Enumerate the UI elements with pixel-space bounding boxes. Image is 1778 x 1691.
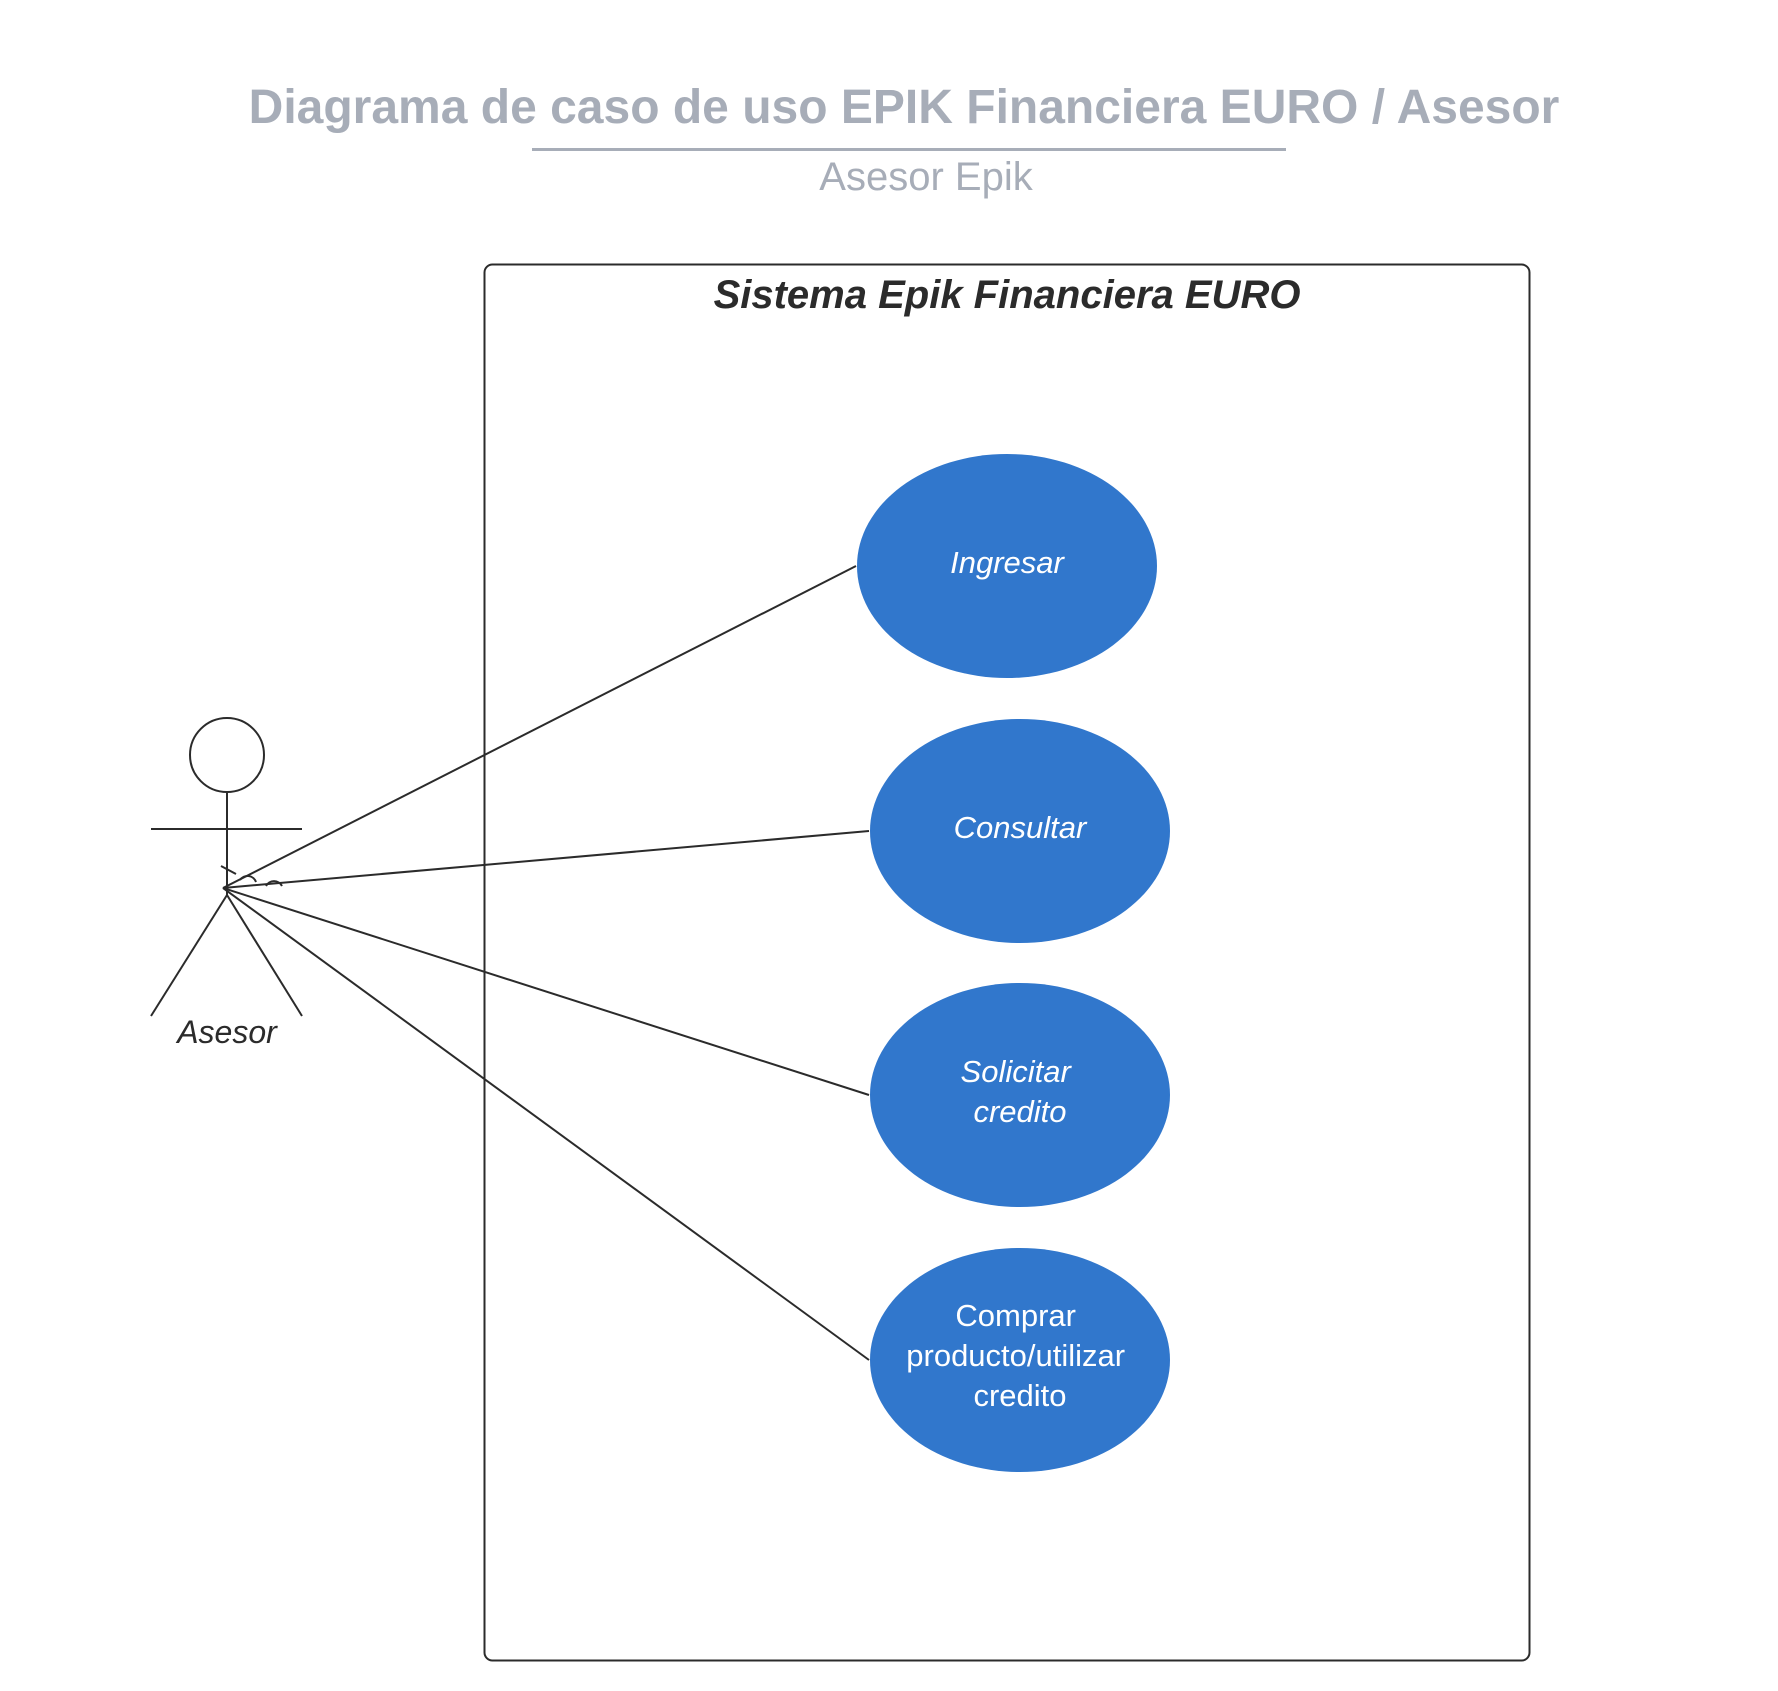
association-solicitar-credito[interactable] bbox=[222, 887, 870, 1096]
use-case-ingresar[interactable]: Ingresar bbox=[857, 454, 1157, 678]
actor-asesor[interactable] bbox=[150, 717, 303, 1017]
system-boundary-box bbox=[483, 263, 1531, 1662]
use-case-solicitar-credito[interactable]: Solicitar credito bbox=[870, 983, 1170, 1207]
association-consultar[interactable] bbox=[222, 830, 870, 889]
title-underline bbox=[532, 148, 1286, 151]
use-case-label-line: credito bbox=[973, 1378, 1066, 1413]
use-case-label: Comprar producto/utilizar credito bbox=[906, 1298, 1133, 1413]
use-case-label: Solicitar credito bbox=[961, 1054, 1080, 1129]
use-case-label-line: Solicitar bbox=[961, 1054, 1073, 1089]
actor-label: Asesor bbox=[175, 1014, 278, 1050]
use-case-ellipse bbox=[870, 719, 1170, 943]
use-case-label-line: Comprar bbox=[955, 1298, 1076, 1333]
diagram-subtitle: Asesor Epik bbox=[819, 155, 1033, 199]
use-case-label: Ingresar bbox=[950, 545, 1065, 580]
actor-right-leg bbox=[226, 894, 303, 1017]
use-case-label-line: Ingresar bbox=[950, 545, 1065, 580]
use-case-ellipse bbox=[870, 1248, 1170, 1472]
association-ingresar[interactable] bbox=[222, 565, 857, 889]
use-case-comprar-producto[interactable]: Comprar producto/utilizar credito bbox=[870, 1248, 1170, 1472]
association-comprar-producto[interactable] bbox=[222, 887, 870, 1361]
actor-head bbox=[189, 717, 265, 793]
use-case-label-line: producto/utilizar bbox=[906, 1338, 1125, 1373]
diagram-title: Diagrama de caso de uso EPIK Financiera … bbox=[248, 81, 1560, 134]
associations bbox=[222, 565, 870, 1361]
use-case-label: Consultar bbox=[954, 810, 1088, 845]
use-case-ellipse bbox=[870, 983, 1170, 1207]
use-case-label-line: credito bbox=[973, 1094, 1066, 1129]
system-boundary[interactable]: Sistema Epik Financiera EURO bbox=[483, 263, 1531, 1662]
use-case-ellipse bbox=[857, 454, 1157, 678]
use-case-consultar[interactable]: Consultar bbox=[870, 719, 1170, 943]
line-jump-marks bbox=[220, 865, 283, 887]
actor-left-leg bbox=[150, 894, 228, 1017]
system-name: Sistema Epik Financiera EURO bbox=[714, 273, 1301, 317]
use-case-label-line: Consultar bbox=[954, 810, 1088, 845]
